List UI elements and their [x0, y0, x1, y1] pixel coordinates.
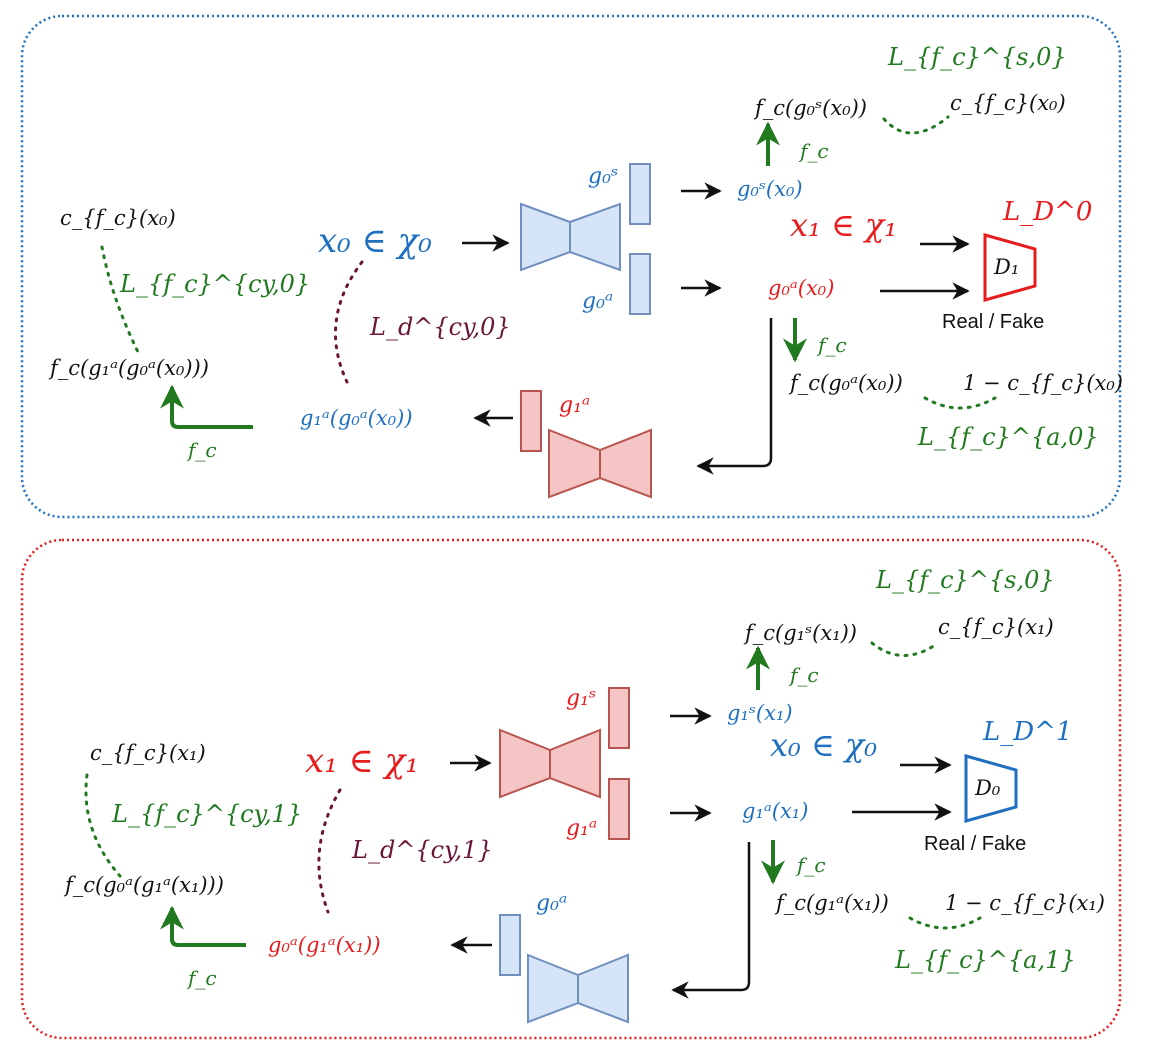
top-fc-arrow-label-appearance: f_c: [816, 333, 847, 357]
top-fc-arrow-cycle: [160, 384, 253, 429]
bottom-decoder-code-block: [499, 914, 521, 976]
bottom-fc-arrow-label-style: f_c: [788, 663, 819, 687]
top-discriminator-shape: [983, 233, 1037, 302]
top-arrow-down-to-decoder: [696, 318, 773, 475]
bottom-fc-arrow-label-appearance: f_c: [795, 853, 826, 877]
bottom-loss-curve-style: [870, 641, 940, 657]
top-style-code-label: g₀ˢ(x₀): [737, 177, 803, 201]
bottom-loss-curve-cycle-fc: [84, 773, 122, 878]
bottom-cycle-out-label: g₀ᵃ(g₁ᵃ(x₁)): [268, 933, 381, 957]
top-loss-curve-cycle-d: [334, 260, 364, 384]
top-style-code-block: [629, 163, 651, 225]
top-panel: g₀ˢ g₀ᵃ g₁ᵃ x₀ ∈ χ₀ x₁ ∈ χ₁ g₀ˢ(x₀) g₀ᵃ(…: [20, 14, 1123, 519]
top-c-cycle-label: c_{f_c}(x₀): [60, 206, 176, 230]
bottom-arrow-down-to-decoder: [671, 842, 751, 999]
bottom-loss-app-label: L_{f_c}^{a,1}: [894, 946, 1076, 974]
bottom-fc-arrow-label-cycle: f_c: [186, 966, 217, 990]
top-decoder-network: [548, 428, 652, 499]
bottom-panel-border: [20, 538, 1122, 1040]
bottom-style-code-block: [608, 687, 630, 749]
bottom-encoder-network: [499, 728, 601, 799]
bottom-loss-style-label: L_{f_c}^{s,0}: [875, 566, 1055, 594]
bottom-enc-s-label: g₁ˢ: [566, 686, 596, 711]
top-cycle-out-label: g₁ᵃ(g₀ᵃ(x₀)): [300, 406, 413, 430]
bottom-style-code-label: g₁ˢ(x₁): [727, 701, 793, 725]
bottom-fc-arrow-cycle: [160, 905, 246, 947]
top-enc-a-label: g₀ᵃ: [582, 289, 613, 314]
bottom-loss-curve-appearance: [908, 916, 982, 930]
bottom-disc-loss-label: L_D^1: [982, 717, 1072, 747]
bottom-discriminator-shape: [964, 754, 1018, 823]
top-decoder-code-block: [520, 390, 542, 452]
bottom-target-domain-label: x₀ ∈ χ₀: [770, 726, 877, 764]
top-fc-arrow-label-cycle: f_c: [186, 438, 217, 462]
bottom-disc-label: D₀: [974, 776, 1001, 800]
bottom-input-label: x₁ ∈ χ₁: [305, 741, 419, 781]
top-input-label: x₀ ∈ χ₀: [318, 221, 432, 261]
bottom-c-style-label: c_{f_c}(x₁): [938, 615, 1054, 639]
top-enc-s-label: g₀ˢ: [588, 164, 618, 189]
top-c-style-label: c_{f_c}(x₀): [950, 91, 1066, 115]
top-loss-style-label: L_{f_c}^{s,0}: [887, 43, 1067, 71]
top-appearance-out-label: g₀ᵃ(x₀): [768, 276, 834, 300]
bottom-appearance-out-label: g₁ᵃ(x₁): [742, 799, 808, 823]
top-fc-cycle-label: f_c(g₁ᵃ(g₀ᵃ(x₀))): [48, 356, 209, 380]
bottom-loss-curve-cycle-d: [317, 788, 342, 914]
top-loss-cycle-d-label: L_d^{cy,0}: [369, 313, 511, 341]
top-encoder-network: [520, 202, 621, 272]
top-loss-curve-cycle-fc: [100, 245, 142, 358]
top-disc-loss-label: L_D^0: [1002, 197, 1092, 227]
top-target-domain-label: x₁ ∈ χ₁: [790, 206, 897, 244]
bottom-appearance-code-block: [608, 778, 630, 840]
bottom-loss-cycle-fc-label: L_{f_c}^{cy,1}: [111, 800, 302, 828]
top-panel-border: [20, 14, 1122, 519]
bottom-decoder-network: [527, 953, 629, 1024]
top-fc-app-label: f_c(g₀ᵃ(x₀)): [788, 371, 903, 395]
top-dec-label: g₁ᵃ: [559, 393, 590, 418]
bottom-loss-cycle-d-label: L_d^{cy,1}: [351, 836, 493, 864]
bottom-panel: g₁ˢ g₁ᵃ g₀ᵃ x₁ ∈ χ₁ x₀ ∈ χ₀ g₁ˢ(x₁) g₁ᵃ(…: [20, 538, 1122, 1040]
bottom-c-app-label: 1 − c_{f_c}(x₁): [945, 891, 1105, 915]
top-c-app-label: 1 − c_{f_c}(x₀): [963, 371, 1123, 395]
bottom-fc-cycle-label: f_c(g₀ᵃ(g₁ᵃ(x₁))): [63, 873, 224, 897]
bottom-real-fake-label: Real / Fake: [924, 833, 1026, 855]
bottom-c-cycle-label: c_{f_c}(x₁): [90, 741, 206, 765]
top-loss-app-label: L_{f_c}^{a,0}: [917, 423, 1099, 451]
top-appearance-code-block: [629, 253, 651, 315]
top-disc-label: D₁: [993, 255, 1019, 279]
bottom-fc-style-label: f_c(g₁ˢ(x₁)): [743, 621, 857, 645]
top-loss-cycle-fc-label: L_{f_c}^{cy,0}: [119, 270, 310, 298]
top-fc-style-label: f_c(g₀ˢ(x₀)): [753, 96, 867, 120]
bottom-dec-label: g₀ᵃ: [536, 891, 567, 916]
top-fc-arrow-label-style: f_c: [798, 139, 829, 163]
bottom-enc-a-label: g₁ᵃ: [566, 816, 597, 841]
top-loss-curve-style: [882, 115, 950, 135]
bottom-fc-app-label: f_c(g₁ᵃ(x₁)): [774, 891, 889, 915]
top-loss-curve-appearance: [923, 396, 997, 410]
top-real-fake-label: Real / Fake: [942, 311, 1044, 333]
